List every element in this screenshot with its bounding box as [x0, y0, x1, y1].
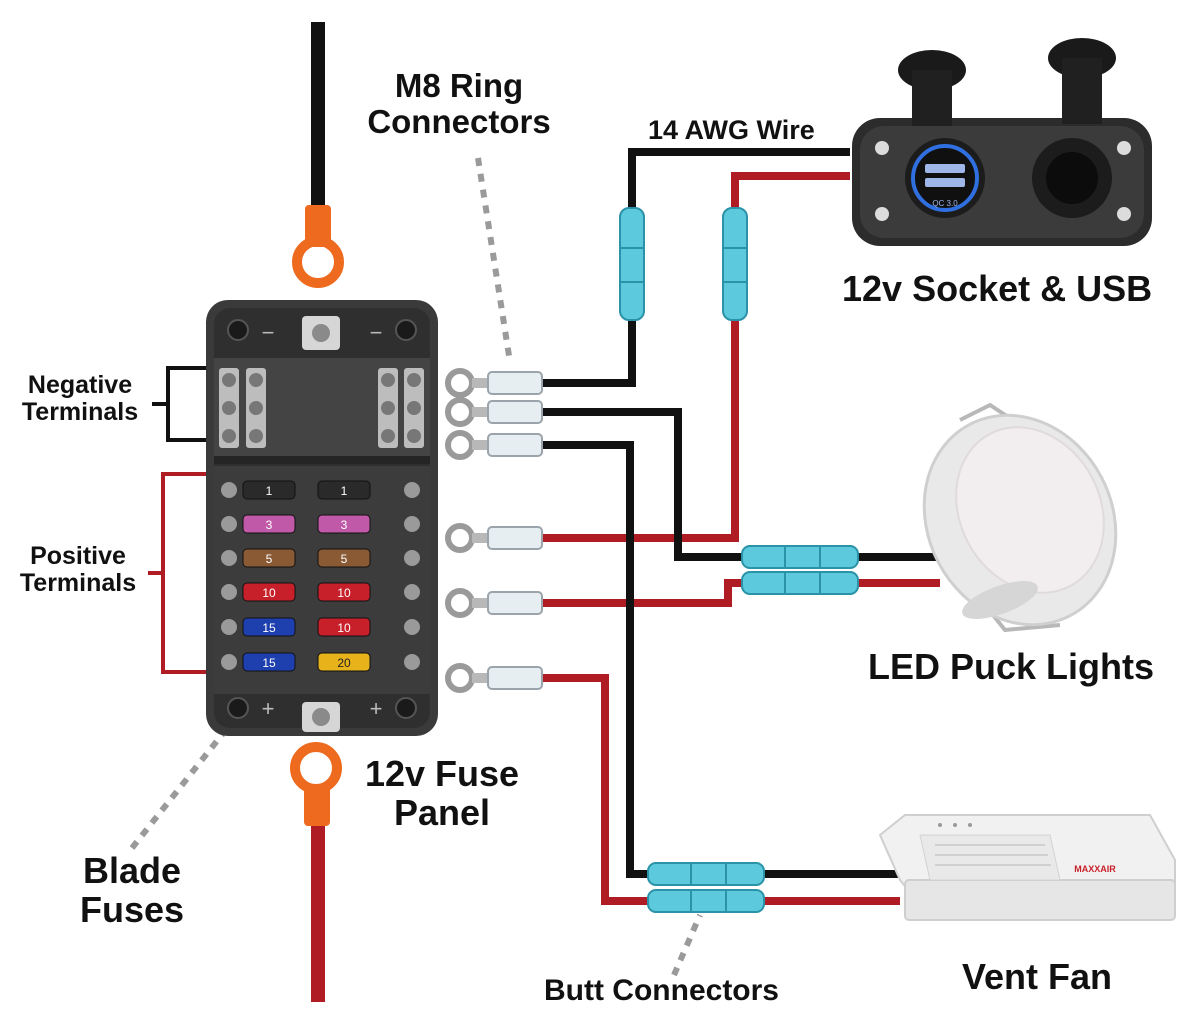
- butt-connector-fan-positive: [647, 889, 765, 913]
- positive-symbol-left: +: [262, 696, 275, 721]
- ring-terminal-2: [445, 397, 543, 427]
- usb-qc-marking: QC 3.0: [932, 199, 958, 208]
- main-positive-ring-terminal: [290, 742, 342, 826]
- fuse-right-6: 20: [317, 652, 371, 672]
- fuse-left-4-label: 10: [262, 586, 276, 600]
- fan-brand-marking: MAXXAIR: [1074, 864, 1116, 874]
- fuse-left-4: 10: [242, 582, 296, 602]
- fuse-panel-label-line2: Panel: [393, 791, 491, 833]
- fuse-right-5-label: 10: [337, 621, 351, 635]
- fuse-left-5: 15: [242, 617, 296, 637]
- positive-terminals-label: Positive Terminals: [6, 543, 150, 597]
- fuse-left-1: 1: [242, 480, 296, 500]
- ring-connectors-label-line1: M8 Ring: [394, 67, 524, 104]
- fuse-right-4-label: 10: [337, 586, 351, 600]
- vent-fan-device: [878, 814, 1176, 921]
- blade-fuses-label-line2: Fuses: [79, 888, 185, 930]
- ring-terminal-3: [445, 430, 543, 460]
- negative-bus-screws: [219, 368, 424, 448]
- ring-terminal-6: [445, 663, 543, 693]
- ring-terminal-4: [445, 523, 543, 553]
- negative-symbol-left: −: [262, 320, 275, 345]
- fuse-right-5: 10: [317, 617, 371, 637]
- fuse-panel-label-line1: 12v Fuse: [364, 753, 520, 794]
- negative-terminals-label: Negative Terminals: [8, 372, 152, 426]
- main-negative-ring-terminal: [292, 205, 344, 288]
- ring-connectors-label-line2: Connectors: [367, 102, 551, 140]
- negative-symbol-right: −: [370, 320, 383, 345]
- butt-connector-socket-negative: [619, 207, 645, 321]
- led-puck-light-device: [922, 402, 1118, 633]
- socket-usb-device: [852, 38, 1152, 246]
- positive-terminals-label-line2: Terminals: [19, 569, 137, 597]
- ring-connectors-label: M8 Ring Connectors: [356, 68, 562, 139]
- fuse-right-2: 3: [317, 514, 371, 534]
- positive-symbol-right: +: [370, 696, 383, 721]
- socket-usb-label: 12v Socket & USB: [842, 268, 1153, 309]
- blade-fuses-label-line1: Blade: [82, 850, 182, 891]
- negative-terminals-label-line2: Terminals: [21, 398, 139, 426]
- fuse-right-1-label: 1: [341, 484, 348, 498]
- vent-fan-label: Vent Fan: [962, 956, 1113, 997]
- butt-connectors-leader: [671, 913, 703, 977]
- wire-gauge-label: 14 AWG Wire: [648, 115, 815, 145]
- fuse-left-2: 3: [242, 514, 296, 534]
- fuse-right-6-label: 20: [337, 656, 351, 670]
- fuse-left-6: 15: [242, 652, 296, 672]
- led-puck-lights-label: LED Puck Lights: [868, 646, 1155, 687]
- fuse-left-3-label: 5: [266, 552, 273, 566]
- fuse-panel-label: 12v Fuse Panel: [352, 753, 532, 833]
- ring-terminal-5: [445, 588, 543, 618]
- butt-connector-light-negative: [741, 545, 859, 569]
- fuse-left-3: 5: [242, 548, 296, 568]
- light-positive-wire: [540, 579, 940, 607]
- fuse-right-3: 5: [317, 548, 371, 568]
- fuse-left-1-label: 1: [266, 484, 273, 498]
- fuse-right-1: 1: [317, 480, 371, 500]
- butt-connector-fan-negative: [647, 862, 765, 886]
- butt-connector-socket-positive: [722, 207, 748, 321]
- negative-terminals-label-line1: Negative: [27, 371, 133, 399]
- butt-connector-light-positive: [741, 571, 859, 595]
- positive-terminal-screws: [221, 482, 420, 670]
- fuse-left-2-label: 3: [266, 518, 273, 532]
- negative-terminals-bracket: [152, 366, 210, 442]
- ring-terminal-1: [445, 368, 543, 398]
- ring-connectors-leader: [475, 157, 513, 363]
- fuse-right-2-label: 3: [341, 518, 348, 532]
- butt-connectors-label: Butt Connectors: [544, 974, 779, 1007]
- socket-negative-wire: [540, 148, 850, 387]
- fuse-left-6-label: 15: [262, 656, 276, 670]
- socket-positive-wire: [540, 172, 850, 542]
- positive-terminals-bracket: [148, 472, 210, 674]
- positive-terminals-label-line1: Positive: [30, 542, 126, 570]
- fan-negative-wire: [540, 441, 900, 878]
- fuse-right-4: 10: [317, 582, 371, 602]
- blade-fuses-label: Blade Fuses: [62, 850, 202, 930]
- fuse-right-3-label: 5: [341, 552, 348, 566]
- fuse-left-5-label: 15: [262, 621, 276, 635]
